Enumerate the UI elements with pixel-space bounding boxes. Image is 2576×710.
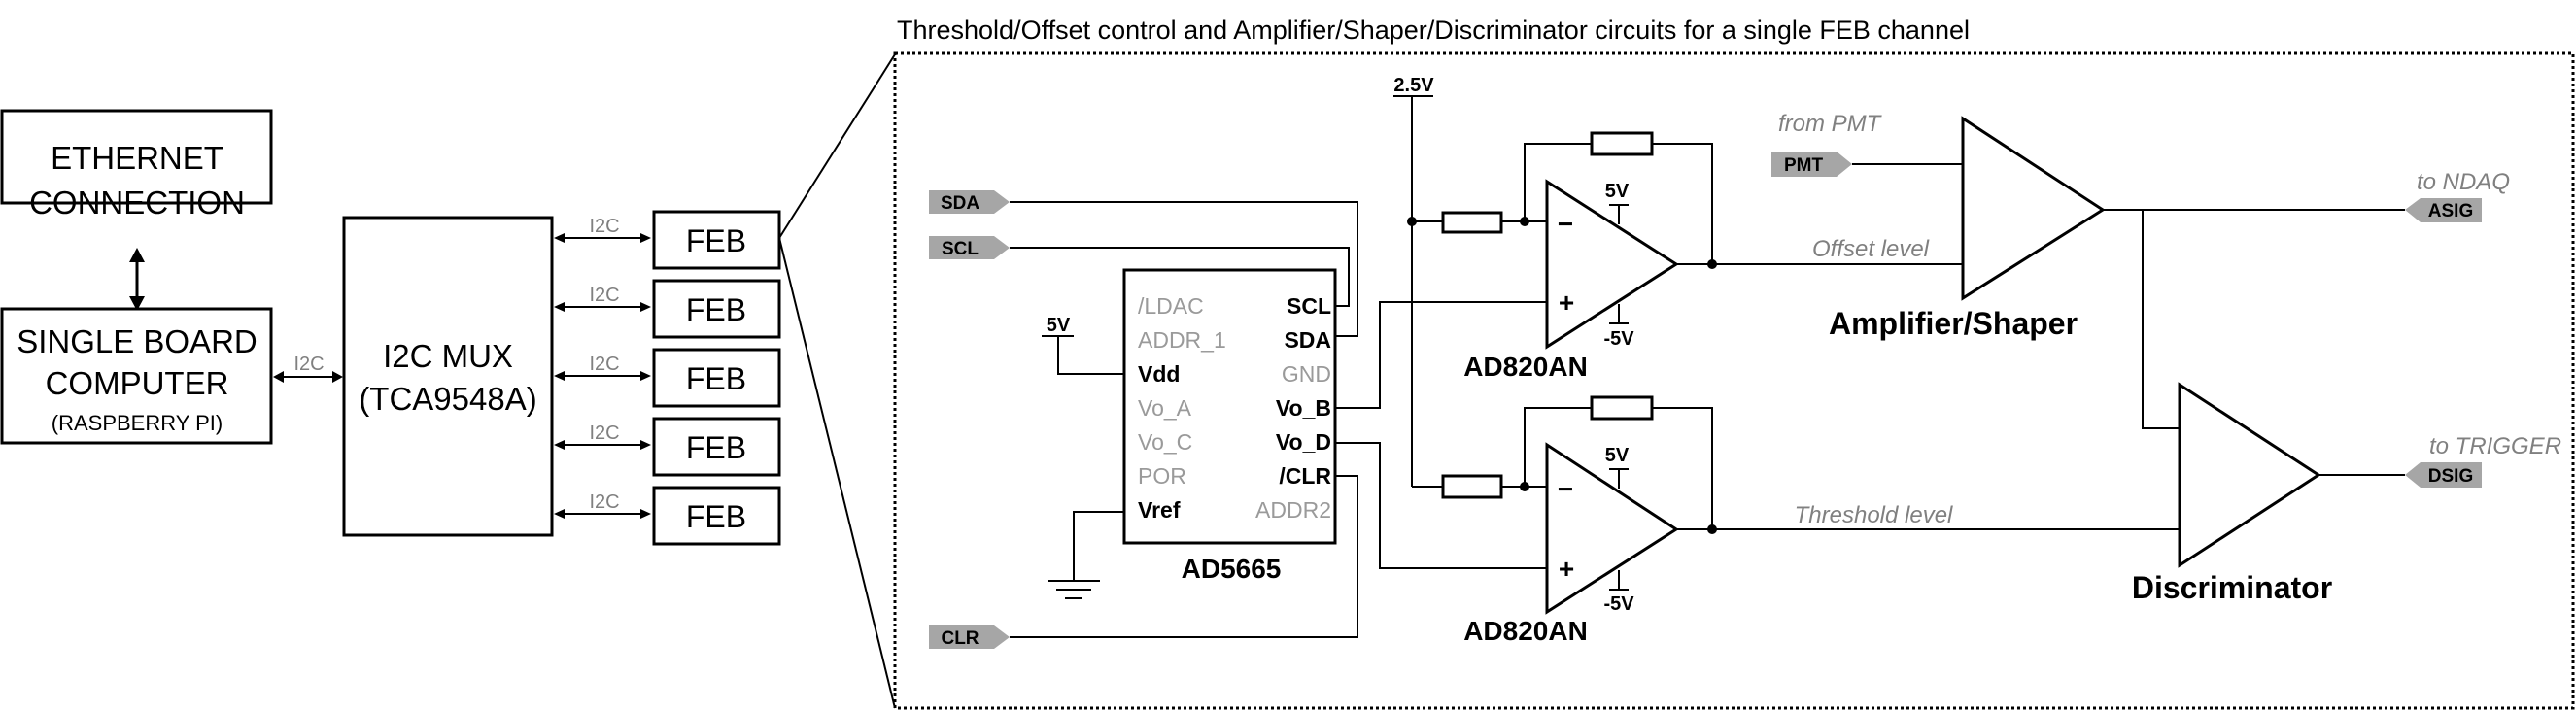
discriminator-triangle xyxy=(2178,382,2321,568)
sda-input-tag: SDA xyxy=(929,190,1010,214)
sbc-mux-i2c-link: I2C xyxy=(273,354,343,383)
feb-block-5 xyxy=(652,486,781,546)
feb-channel-4: I2C FEB xyxy=(554,417,781,477)
to-ndaq-label: to NDAQ xyxy=(2417,169,2510,195)
opamp2-name: AD820AN xyxy=(1463,616,1588,646)
feb-label-1: FEB xyxy=(686,223,746,258)
mux-label-line1: I2C MUX xyxy=(383,338,513,374)
dac-pin-vod: Vo_D xyxy=(1276,429,1331,455)
feb-block-2 xyxy=(652,279,781,339)
dac-pin-voa: Vo_A xyxy=(1138,395,1192,421)
dac-pin-addr2: ADDR2 xyxy=(1255,497,1331,523)
mux-label-line2: (TCA9548A) xyxy=(359,381,536,417)
feb-block-1 xyxy=(652,210,781,270)
dac-name: AD5665 xyxy=(1182,554,1282,584)
svg-text:DSIG: DSIG xyxy=(2428,466,2473,487)
amplifier-shaper-label: Amplifier/Shaper xyxy=(1829,306,2078,341)
pmt-input-tag: PMT xyxy=(1771,152,1852,177)
opamp-offset: − + xyxy=(1441,131,1717,350)
i2c-label-feb-2: I2C xyxy=(589,285,619,306)
opamp2-plus: + xyxy=(1559,554,1574,584)
detail-title: Threshold/Offset control and Amplifier/S… xyxy=(897,16,1970,45)
dac-wiring xyxy=(1010,201,1547,638)
offset-level-label: Offset level xyxy=(1812,236,1930,262)
i2c-label-feb-3: I2C xyxy=(589,354,619,375)
svg-text:SCL: SCL xyxy=(942,239,979,259)
dac-pin-ldac: /LDAC xyxy=(1138,293,1204,319)
opamp1-name: AD820AN xyxy=(1463,352,1588,382)
dac-supply-label: 5V xyxy=(1047,315,1071,336)
scl-input-tag: SCL xyxy=(929,236,1010,259)
feb-channel-5: I2C FEB xyxy=(554,486,781,546)
rail-label: 2.5V xyxy=(1393,75,1434,96)
svg-text:PMT: PMT xyxy=(1784,155,1824,176)
ethernet-block: ETHERNET CONNECTION xyxy=(0,109,273,220)
opamp1-minus: − xyxy=(1558,209,1573,239)
i2c-label-feb-4: I2C xyxy=(589,423,619,444)
feb-label-2: FEB xyxy=(686,292,746,327)
svg-text:ASIG: ASIG xyxy=(2428,201,2473,221)
to-trigger-label: to TRIGGER xyxy=(2429,433,2561,459)
resistor-r1 xyxy=(1441,211,1503,234)
dac-pin-vob: Vo_B xyxy=(1276,395,1331,421)
from-pmt-label: from PMT xyxy=(1778,111,1883,137)
resistor-r2 xyxy=(1441,474,1503,499)
dac-pin-gnd: GND xyxy=(1282,361,1331,387)
feb-label-5: FEB xyxy=(686,499,746,534)
feb-channel-2: I2C FEB xyxy=(554,279,781,339)
ethernet-sbc-link xyxy=(129,248,145,311)
feb-label-3: FEB xyxy=(686,361,746,396)
feb-channel-1: I2C FEB xyxy=(554,210,781,270)
i2c-label-feb-5: I2C xyxy=(589,491,619,513)
threshold-level-label: Threshold level xyxy=(1795,502,1953,528)
dac-pin-vdd: Vdd xyxy=(1138,361,1180,387)
opamp1-plus: + xyxy=(1559,287,1574,318)
rail-2v5 xyxy=(1393,95,1443,488)
opamp2-neg-supply: -5V xyxy=(1603,593,1634,615)
single-board-computer-block: SINGLE BOARD COMPUTER (RASPBERRY PI) xyxy=(0,307,273,445)
sbc-label-line3: (RASPBERRY PI) xyxy=(52,411,223,435)
feb-block-4 xyxy=(652,417,781,477)
asig-output-tag: ASIG xyxy=(2405,198,2482,222)
opamp2-pos-supply: 5V xyxy=(1605,445,1630,466)
discriminator-label: Discriminator xyxy=(2132,570,2332,605)
sbc-label-line2: COMPUTER xyxy=(46,365,229,401)
dac-pin-por: POR xyxy=(1138,463,1186,489)
amplifier-shaper-triangle xyxy=(1961,116,2106,301)
feb-block-3 xyxy=(652,348,781,408)
opamp1-neg-supply: -5V xyxy=(1603,328,1634,350)
clr-input-tag: CLR xyxy=(929,625,1010,649)
dac-pin-clr: /CLR xyxy=(1279,463,1331,489)
opamp2-minus: − xyxy=(1558,474,1573,504)
zoom-callout-lines xyxy=(778,53,896,709)
resistor-rf1 xyxy=(1590,131,1654,156)
opamp-threshold: − + xyxy=(1441,395,1717,615)
i2c-label-sbc: I2C xyxy=(293,354,324,375)
output-wiring xyxy=(2103,209,2405,476)
dac-pin-vref: Vref xyxy=(1138,497,1181,523)
resistor-rf2 xyxy=(1590,395,1654,421)
dac-chip: /LDAC ADDR_1 Vdd Vo_A Vo_C POR Vref SCL … xyxy=(1122,268,1337,545)
dsig-output-tag: DSIG xyxy=(2405,462,2482,488)
svg-text:CLR: CLR xyxy=(941,628,979,649)
sbc-label-line1: SINGLE BOARD xyxy=(17,323,258,359)
dac-pin-voc: Vo_C xyxy=(1138,429,1192,455)
svg-text:SDA: SDA xyxy=(941,193,979,214)
ethernet-label-line2: CONNECTION xyxy=(29,185,245,220)
dac-pin-sda: SDA xyxy=(1284,327,1331,353)
detail-panel-border xyxy=(893,51,2575,710)
feb-channel-3: I2C FEB xyxy=(554,348,781,408)
i2c-mux-block: I2C MUX (TCA9548A) xyxy=(342,216,554,537)
i2c-label-feb-1: I2C xyxy=(589,216,619,237)
dac-pin-addr1: ADDR_1 xyxy=(1138,327,1226,353)
feb-label-4: FEB xyxy=(686,430,746,465)
opamp1-pos-supply: 5V xyxy=(1605,181,1630,202)
ethernet-label-line1: ETHERNET xyxy=(51,140,223,176)
dac-pin-scl: SCL xyxy=(1287,293,1331,319)
